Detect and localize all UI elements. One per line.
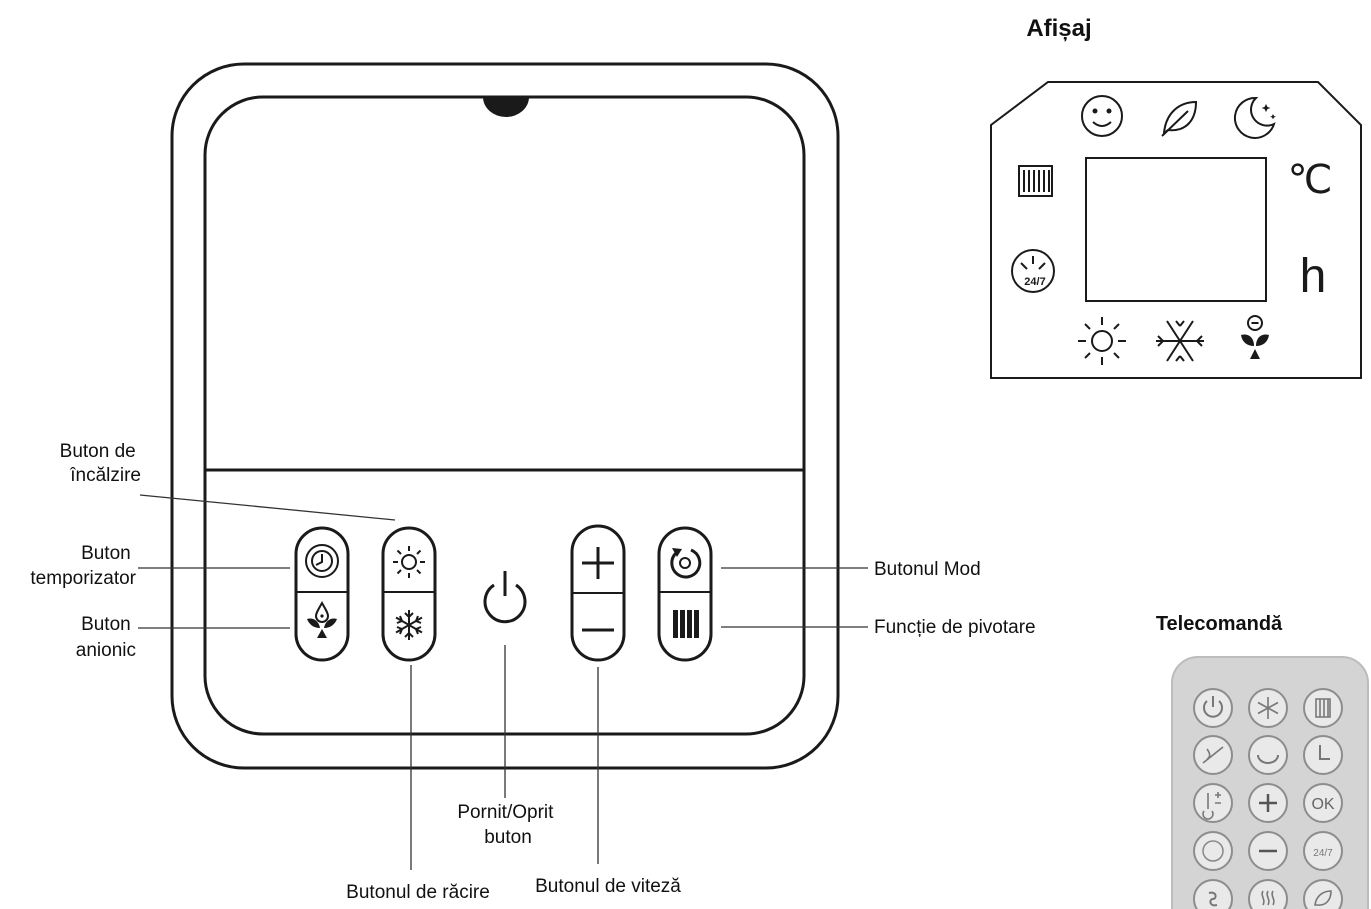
heat-button[interactable]	[383, 528, 435, 592]
swing-function-label: Funcție de pivotare	[874, 617, 1036, 638]
anion-button[interactable]	[296, 592, 348, 660]
swing-button[interactable]	[659, 592, 711, 660]
clock-icon	[305, 544, 339, 578]
timer-button[interactable]	[296, 528, 348, 592]
swing-bars-icon	[1315, 698, 1331, 718]
clock-icon	[1319, 745, 1330, 760]
plus-icon	[1259, 794, 1277, 812]
mode-cycle-icon	[670, 548, 702, 579]
heat-cool-pill	[381, 526, 437, 662]
swing-louver-icon	[1018, 165, 1053, 197]
remote-ok-button[interactable]: OK	[1303, 783, 1343, 823]
remote-control: OK 24/7	[1171, 656, 1369, 909]
power-icon	[483, 571, 527, 624]
cool-button-label: Butonul de răcire	[346, 882, 490, 903]
cool-button[interactable]	[383, 592, 435, 660]
ok-label: OK	[1311, 796, 1334, 813]
power-button-label: Pornit/Oprit buton	[457, 802, 558, 848]
callout-labels: Buton de încălzire Buton temporizator Bu…	[30, 441, 1035, 903]
anion-icon	[307, 600, 337, 638]
hours-unit: h	[1300, 250, 1327, 303]
swing-bars-icon	[673, 610, 699, 638]
schedule-dial-icon	[1202, 840, 1224, 862]
heat-button-label: Buton de încălzire	[60, 441, 141, 486]
display-outline	[990, 81, 1362, 379]
speed-button-label: Butonul de viteză	[535, 876, 681, 897]
remote-power-button[interactable]	[1193, 688, 1233, 728]
remote-timer-button[interactable]	[1303, 735, 1343, 775]
snowflake-icon	[395, 610, 423, 640]
mode-cycle-icon	[1257, 754, 1279, 764]
anion-display-icon	[1241, 315, 1269, 359]
display-screen	[1085, 157, 1267, 302]
remote-cool-button[interactable]	[1248, 688, 1288, 728]
speed-down-button[interactable]	[572, 593, 624, 660]
anion-button-label: Buton anionic	[76, 614, 136, 661]
remote-mode-button[interactable]	[1248, 735, 1288, 775]
timer-button-label: Buton temporizator	[30, 543, 136, 589]
mode-button[interactable]	[659, 528, 711, 592]
heat-sun-icon	[1078, 317, 1126, 365]
power-button[interactable]	[475, 570, 535, 630]
sun-icon	[393, 546, 425, 578]
smiley-icon	[1081, 95, 1123, 137]
remote-schedule-button[interactable]: 24/7	[1303, 831, 1343, 871]
panel-notch	[483, 97, 529, 117]
remote-plus-button[interactable]	[1248, 783, 1288, 823]
remote-fan-button[interactable]	[1193, 879, 1233, 909]
mode-swing-pill	[657, 526, 713, 662]
thermometer-icon	[1202, 792, 1221, 820]
schedule-24-7-icon: 24/7	[1011, 249, 1055, 293]
speed-pill	[570, 524, 626, 662]
plus-icon	[582, 547, 614, 579]
snowflake-icon	[1257, 697, 1279, 719]
fan-icon	[1208, 891, 1218, 907]
schedule-badge: 24/7	[1024, 276, 1045, 288]
remote-heat-button[interactable]	[1248, 879, 1288, 909]
remote-title: Telecomandă	[1156, 613, 1283, 635]
cool-snowflake-icon	[1156, 320, 1204, 362]
mode-button-label: Butonul Mod	[874, 559, 981, 580]
leader-lines	[138, 494, 868, 870]
speed-up-button[interactable]	[572, 526, 624, 593]
heat-waves-icon	[1261, 890, 1275, 906]
celsius-unit: ℃	[1288, 157, 1333, 203]
remote-anion-button[interactable]	[1193, 735, 1233, 775]
night-moon-icon	[1233, 96, 1276, 139]
display-title: Afișaj	[1026, 15, 1091, 42]
remote-eco-button[interactable]	[1303, 879, 1343, 909]
eco-leaf-icon	[1314, 890, 1332, 906]
timer-anion-pill	[294, 526, 350, 662]
anion-icon	[1202, 746, 1224, 764]
remote-minus-button[interactable]	[1248, 831, 1288, 871]
power-icon	[1203, 696, 1223, 718]
schedule-badge: 24/7	[1313, 848, 1333, 859]
remote-temperature-button[interactable]	[1193, 783, 1233, 823]
remote-swing-button[interactable]	[1303, 688, 1343, 728]
eco-leaf-icon	[1161, 100, 1198, 137]
display-panel: 24/7 ℃ h	[990, 81, 1362, 379]
remote-sleep-button[interactable]	[1193, 831, 1233, 871]
